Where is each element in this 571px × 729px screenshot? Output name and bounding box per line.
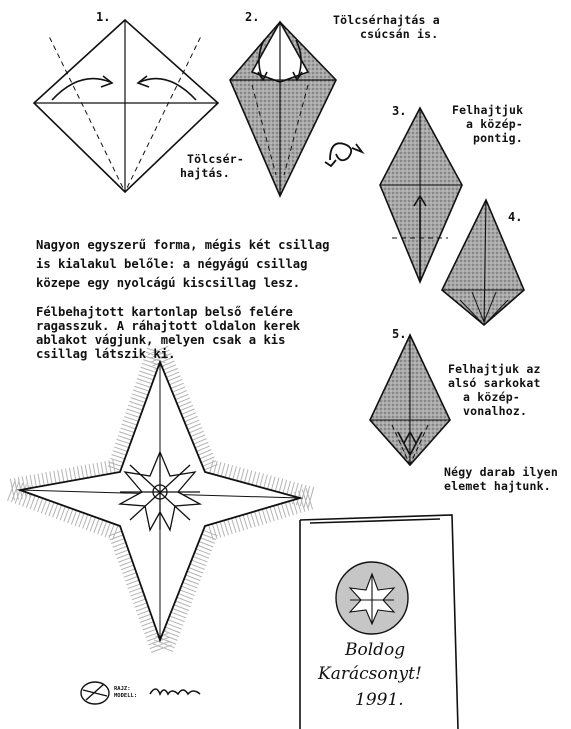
intro-line-1: Nagyon egyszerű forma, mégis két csillag: [36, 237, 330, 254]
turn-over-icon: [325, 143, 362, 166]
card-greeting-line-2: Karácsonyt!: [318, 664, 422, 684]
intro-line-2: is kialakul belőle: a négyágú csillag: [36, 256, 308, 273]
step5-diagram: [370, 335, 450, 465]
caption-felhajt-kozep-l2: a közép-: [466, 117, 523, 131]
step-number-2: 2.: [245, 10, 259, 24]
four-pointed-star: [10, 350, 312, 650]
step-number-3: 3.: [392, 104, 406, 118]
caption-tolcser-csucs-l1: Tölcsérhajtás a: [333, 13, 440, 27]
credit-label-modell: MODELL:: [114, 693, 137, 700]
caption-negy-l2: elemet hajtunk.: [444, 479, 551, 493]
caption-tolcser-l1: Tölcsér-: [187, 152, 244, 166]
intro-line-3: közepe egy nyolcágú kiscsillag lesz.: [36, 275, 300, 292]
caption-felhajt-kozep-l1: Felhajtjuk: [452, 103, 523, 117]
instruction-line-4: csillag látszik ki.: [36, 346, 175, 363]
credit-labels: RAJZ: MODELL:: [114, 686, 137, 700]
caption-sarok-l4: vonalhoz.: [463, 404, 527, 418]
caption-sarok-l1: Felhajtjuk az: [448, 362, 541, 376]
step-number-4: 4.: [508, 210, 522, 224]
step3-diagram: [380, 108, 462, 282]
credit-label-rajz: RAJZ:: [114, 686, 137, 693]
card-greeting-line-1: Boldog: [345, 640, 405, 660]
step-number-5: 5.: [392, 327, 406, 341]
card-greeting-year: 1991.: [355, 690, 404, 710]
caption-negy-l1: Négy darab ilyen: [444, 465, 558, 479]
caption-tolcser-csucs-l2: csúcsán is.: [360, 27, 438, 41]
author-logo: [81, 682, 200, 704]
step2-diagram: [230, 22, 336, 196]
caption-sarok-l2: alsó sarkokat: [448, 376, 541, 390]
caption-tolcser-l2: hajtás.: [180, 166, 230, 180]
caption-sarok-l3: a közép-: [463, 390, 520, 404]
caption-felhajt-kozep-l3: pontig.: [473, 131, 523, 145]
step-number-1: 1.: [96, 10, 110, 24]
